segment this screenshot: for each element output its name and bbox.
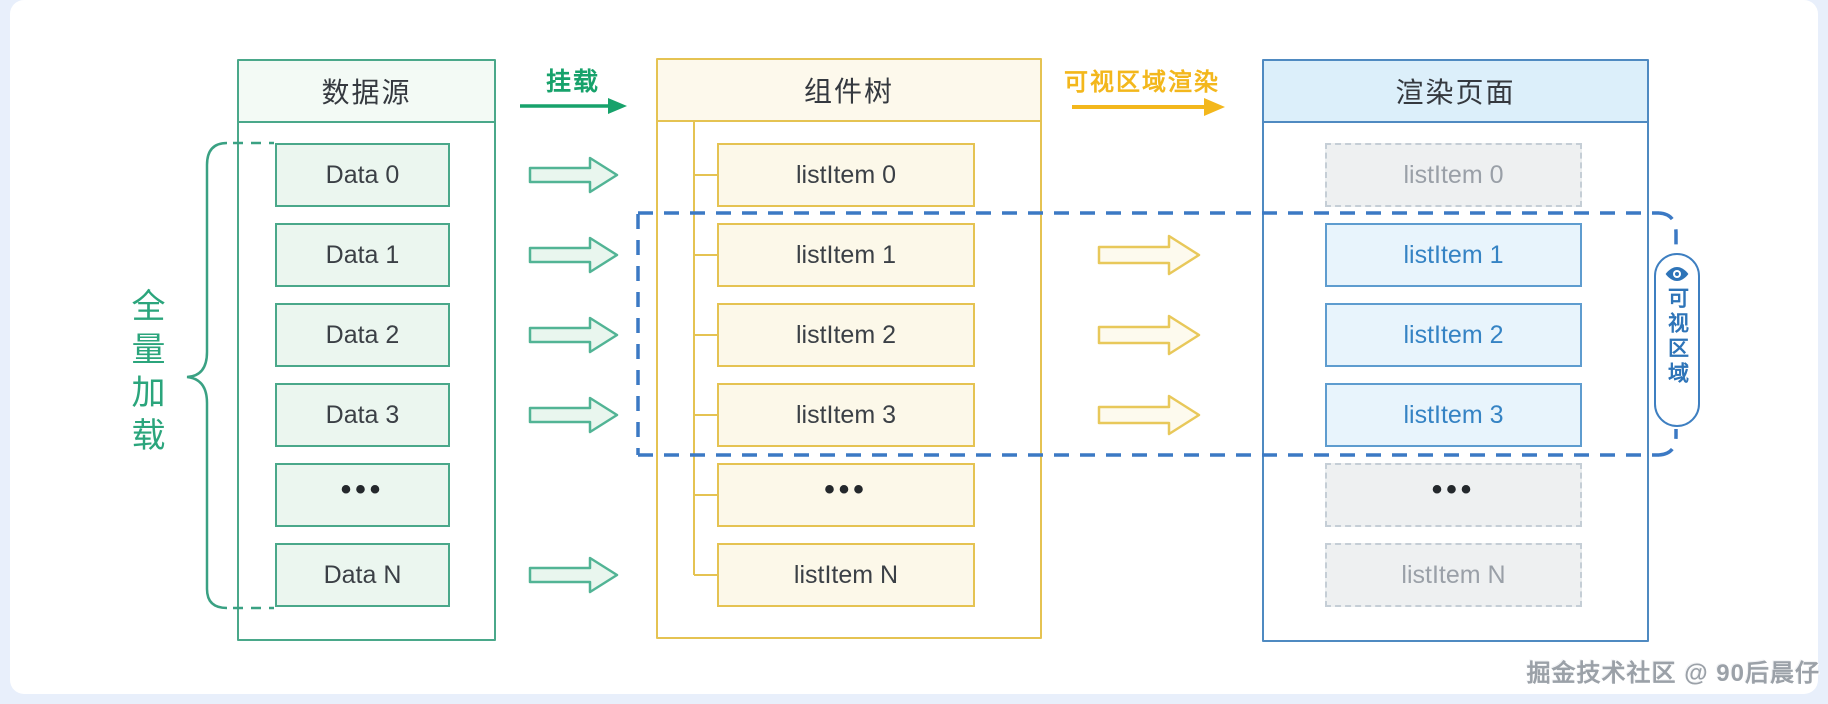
block-arrow-yellow-2 <box>1097 314 1201 356</box>
data-item-2: Data 2 <box>275 303 450 367</box>
mount-label: 挂载 <box>545 68 600 96</box>
tree-item-n: listItem N <box>717 543 975 607</box>
eye-icon <box>1665 267 1689 281</box>
render-item-0: listItem 0 <box>1325 143 1582 207</box>
viewport-badge: 可视区域 <box>1654 253 1700 427</box>
ellipsis-dots: ••• <box>824 473 868 506</box>
data-item-ellipsis: ••• <box>275 463 450 527</box>
viewport-render-label: 可视区域渲染 <box>1064 69 1220 96</box>
tree-item-ellipsis: ••• <box>717 463 975 527</box>
block-arrow-green-1 <box>528 236 619 274</box>
block-arrow-yellow-1 <box>1097 234 1201 276</box>
ellipsis-dots: ••• <box>340 473 385 506</box>
component-tree-title: 组件树 <box>658 60 1040 122</box>
ellipsis-dots: ••• <box>1431 473 1476 506</box>
data-item-n: Data N <box>275 543 450 607</box>
render-item-n: listItem N <box>1325 543 1582 607</box>
data-item-1: Data 1 <box>275 223 450 287</box>
viewport-badge-label: 可视区域 <box>1665 287 1689 387</box>
tree-item-0: listItem 0 <box>717 143 975 207</box>
tree-item-3: listItem 3 <box>717 383 975 447</box>
block-arrow-green-3 <box>528 396 619 434</box>
watermark: 掘金技术社区 @ 90后晨仔 <box>1526 660 1820 687</box>
data-item-3: Data 3 <box>275 383 450 447</box>
block-arrow-yellow-3 <box>1097 394 1201 436</box>
tree-item-2: listItem 2 <box>717 303 975 367</box>
render-item-3: listItem 3 <box>1325 383 1582 447</box>
data-source-title: 数据源 <box>239 61 494 123</box>
render-item-ellipsis: ••• <box>1325 463 1582 527</box>
render-page-title: 渲染页面 <box>1264 61 1647 123</box>
render-item-2: listItem 2 <box>1325 303 1582 367</box>
block-arrow-green-n <box>528 556 619 594</box>
tree-item-1: listItem 1 <box>717 223 975 287</box>
render-item-1: listItem 1 <box>1325 223 1582 287</box>
full-load-label: 全量加载 <box>126 288 164 460</box>
block-arrow-green-0 <box>528 156 619 194</box>
data-item-0: Data 0 <box>275 143 450 207</box>
block-arrow-green-2 <box>528 316 619 354</box>
